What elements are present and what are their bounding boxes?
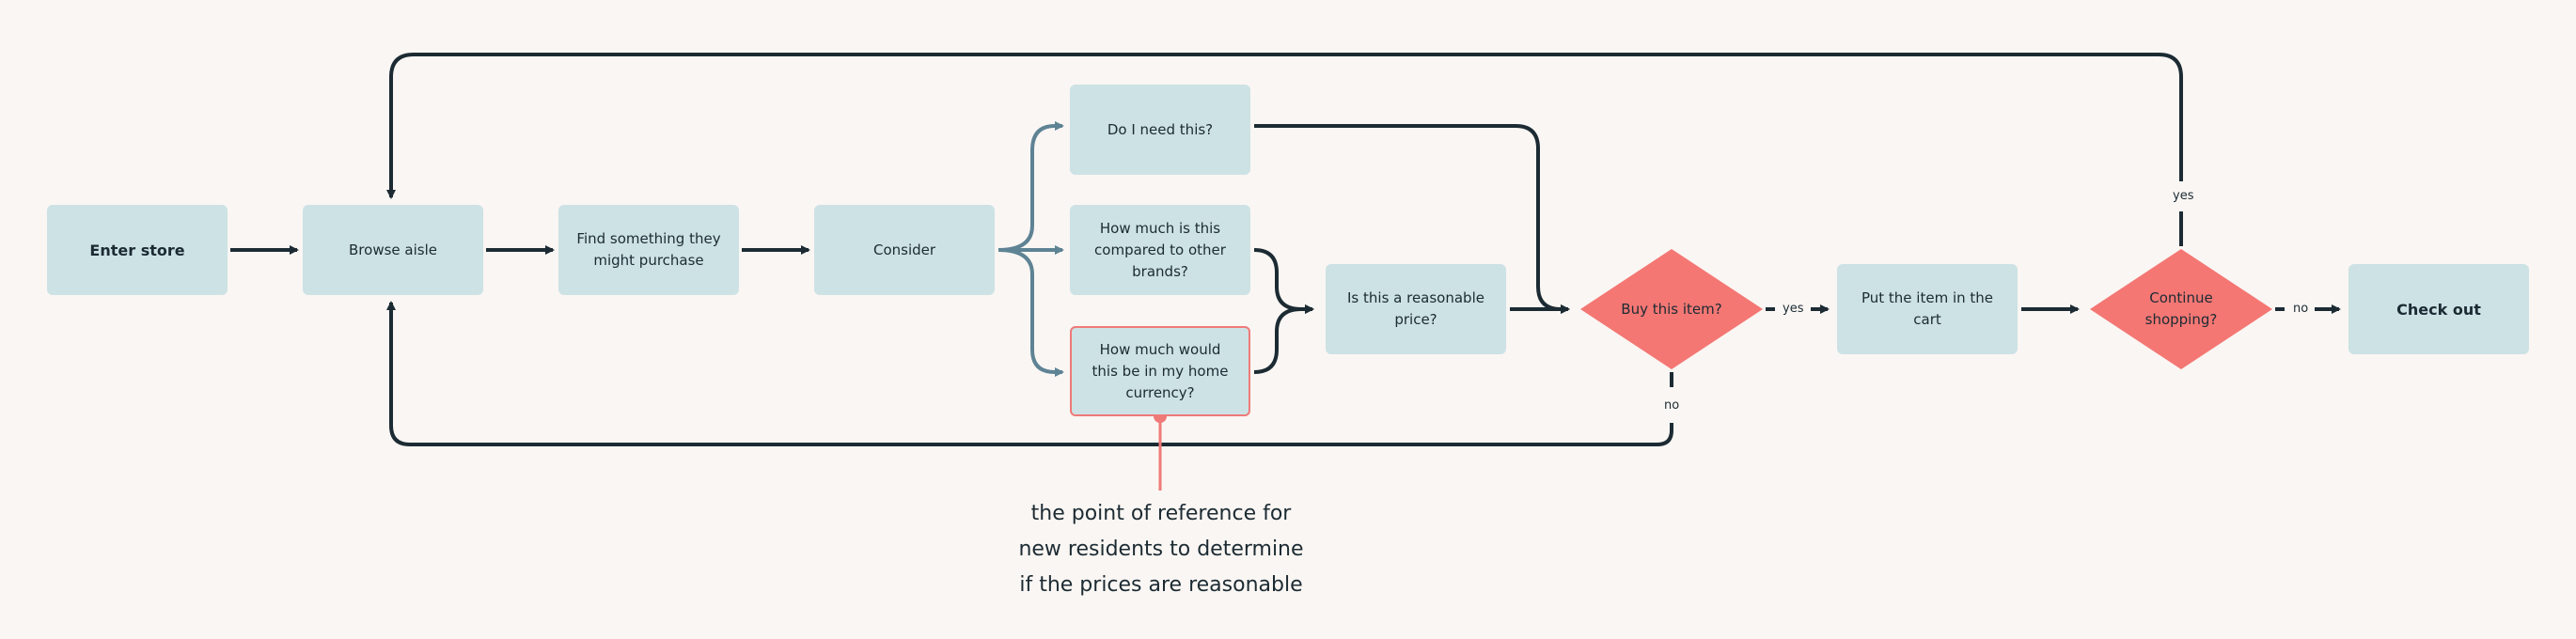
continue-shopping-diamond	[2090, 249, 2272, 369]
need-this-node: Do I need this?	[1070, 85, 1250, 175]
reasonable-price-node: Is this a reasonable price?	[1326, 264, 1506, 354]
check-out-node: Check out	[2348, 264, 2529, 354]
annotation-line-1: the point of reference for	[1030, 502, 1292, 525]
buy-item-diamond	[1580, 249, 1763, 369]
continue-shopping-label: Continue shopping?	[2144, 289, 2218, 328]
arrow-compare-to-reasonable	[1253, 248, 1314, 314]
arrow-currency-to-reasonable	[1253, 304, 1314, 374]
annotation-line-2: new residents to determine	[1018, 538, 1304, 561]
annotation-note: the point of reference for new residents…	[973, 496, 1349, 603]
browse-aisle-node: Browse aisle	[303, 205, 483, 295]
arrow-consider-to-currency	[997, 248, 1064, 377]
find-something-node: Find something they might purchase	[558, 205, 739, 295]
home-currency-node: How much would this be in my home curren…	[1070, 326, 1250, 416]
buy-no-label: no	[1660, 398, 1684, 413]
arrow-continue-yes-to-browse	[386, 53, 2183, 199]
arrow-buy-no-to-browse	[386, 301, 1673, 446]
annotation-line-3: if the prices are reasonable	[1019, 573, 1303, 597]
buy-yes-label: yes	[1779, 302, 1808, 317]
enter-store-node: Enter store	[47, 205, 228, 295]
compare-brands-node: How much is this compared to other brand…	[1070, 205, 1250, 295]
put-in-cart-node: Put the item in the cart	[1837, 264, 2018, 354]
consider-node: Consider	[814, 205, 995, 295]
continue-yes-label: yes	[2169, 189, 2198, 204]
arrow-need-to-buy	[1254, 124, 1570, 314]
buy-item-label: Buy this item?	[1621, 300, 1722, 318]
continue-no-label: no	[2289, 302, 2313, 317]
arrow-consider-to-need	[997, 121, 1064, 252]
